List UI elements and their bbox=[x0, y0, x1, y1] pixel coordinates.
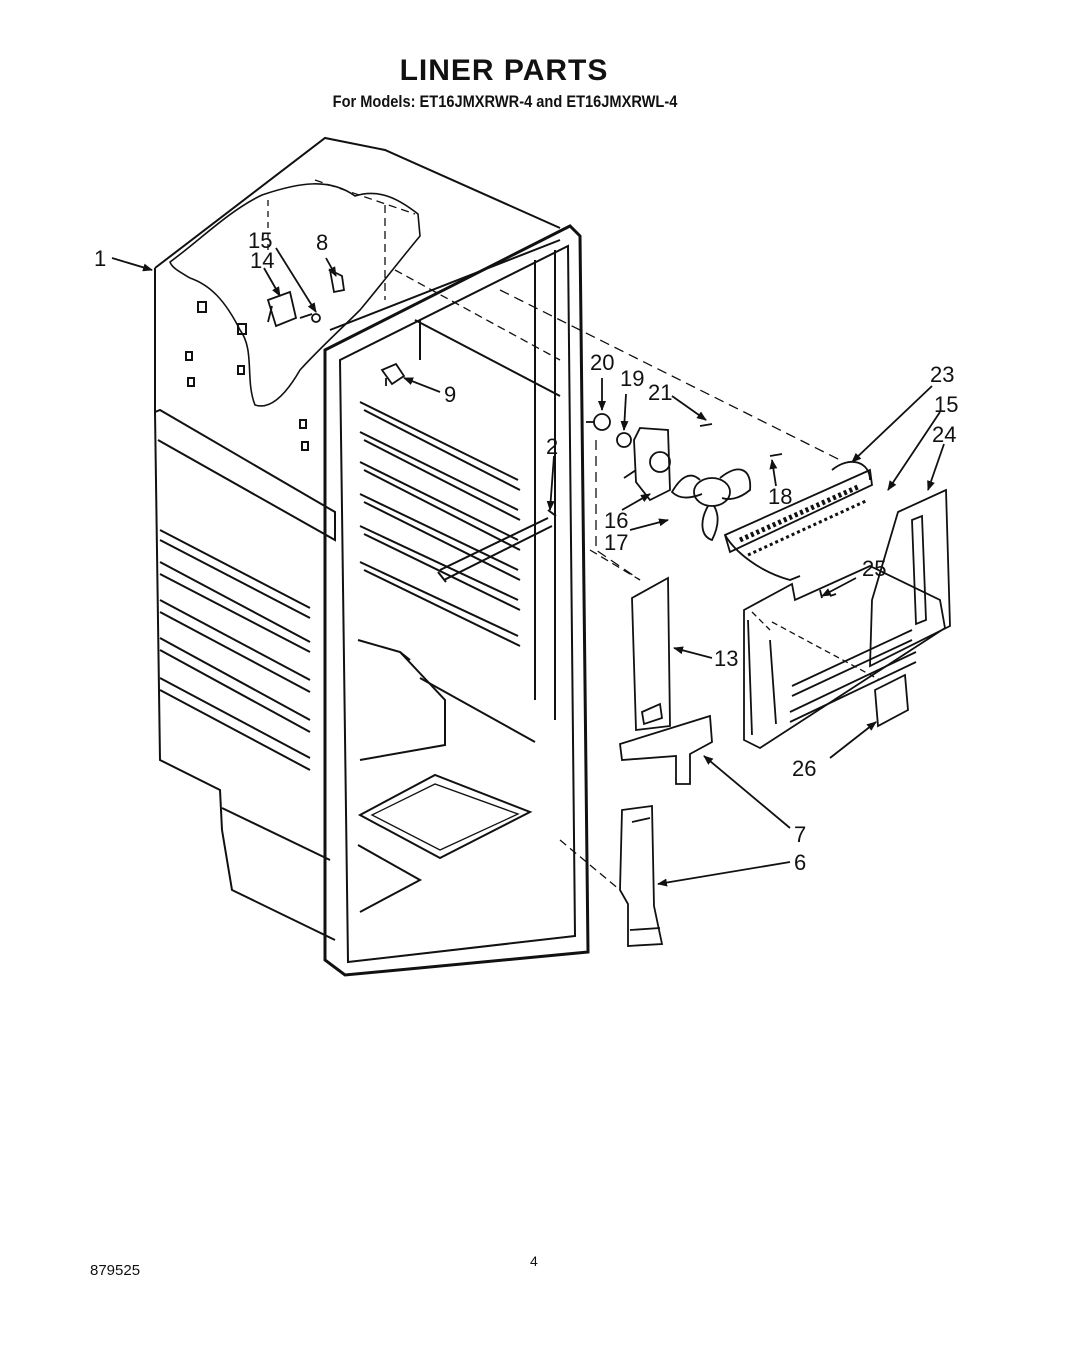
callout-21: 21 bbox=[648, 380, 672, 405]
callout-2: 2 bbox=[546, 434, 558, 459]
thermostat-assembly bbox=[266, 268, 346, 328]
leader-arrows bbox=[111, 247, 945, 887]
callout-18: 18 bbox=[768, 484, 792, 509]
document-number: 879525 bbox=[90, 1262, 141, 1279]
callout-1: 1 bbox=[94, 246, 106, 271]
model-subtitle: For Models: ET16JMXRWR-4 and ET16JMXRWL-… bbox=[332, 92, 678, 111]
fan-motor-assembly bbox=[586, 413, 783, 542]
callout-6: 6 bbox=[794, 850, 806, 875]
callout-24: 24 bbox=[932, 422, 956, 447]
callout-23: 23 bbox=[930, 362, 954, 387]
callout-9: 9 bbox=[444, 382, 456, 407]
sensor-rod bbox=[437, 509, 557, 583]
callout-20: 20 bbox=[590, 350, 614, 375]
callout-16: 16 bbox=[604, 508, 628, 533]
callout-25: 25 bbox=[862, 556, 886, 581]
callout-8: 8 bbox=[316, 230, 328, 255]
fan-shroud bbox=[723, 460, 873, 581]
evaporator-cover bbox=[743, 488, 951, 750]
page-title: LINER PARTS bbox=[399, 54, 609, 87]
callout-13: 13 bbox=[714, 646, 738, 671]
callout-14: 14 bbox=[250, 248, 274, 273]
liner-panels bbox=[619, 576, 713, 947]
callout-19: 19 bbox=[620, 366, 644, 391]
callout-26: 26 bbox=[792, 756, 816, 781]
callout-17: 17 bbox=[604, 530, 628, 555]
callout-15: 15 bbox=[248, 228, 272, 253]
callout-15b: 15 bbox=[934, 392, 958, 417]
cabinet-liner bbox=[154, 136, 641, 977]
callout-7: 7 bbox=[794, 822, 806, 847]
hidden-lines bbox=[499, 289, 841, 581]
page-number: 4 bbox=[530, 1253, 538, 1269]
light-socket bbox=[380, 362, 406, 386]
callout-labels: 1 15 14 8 9 2 20 19 21 16 17 18 23 15 24… bbox=[94, 228, 958, 875]
